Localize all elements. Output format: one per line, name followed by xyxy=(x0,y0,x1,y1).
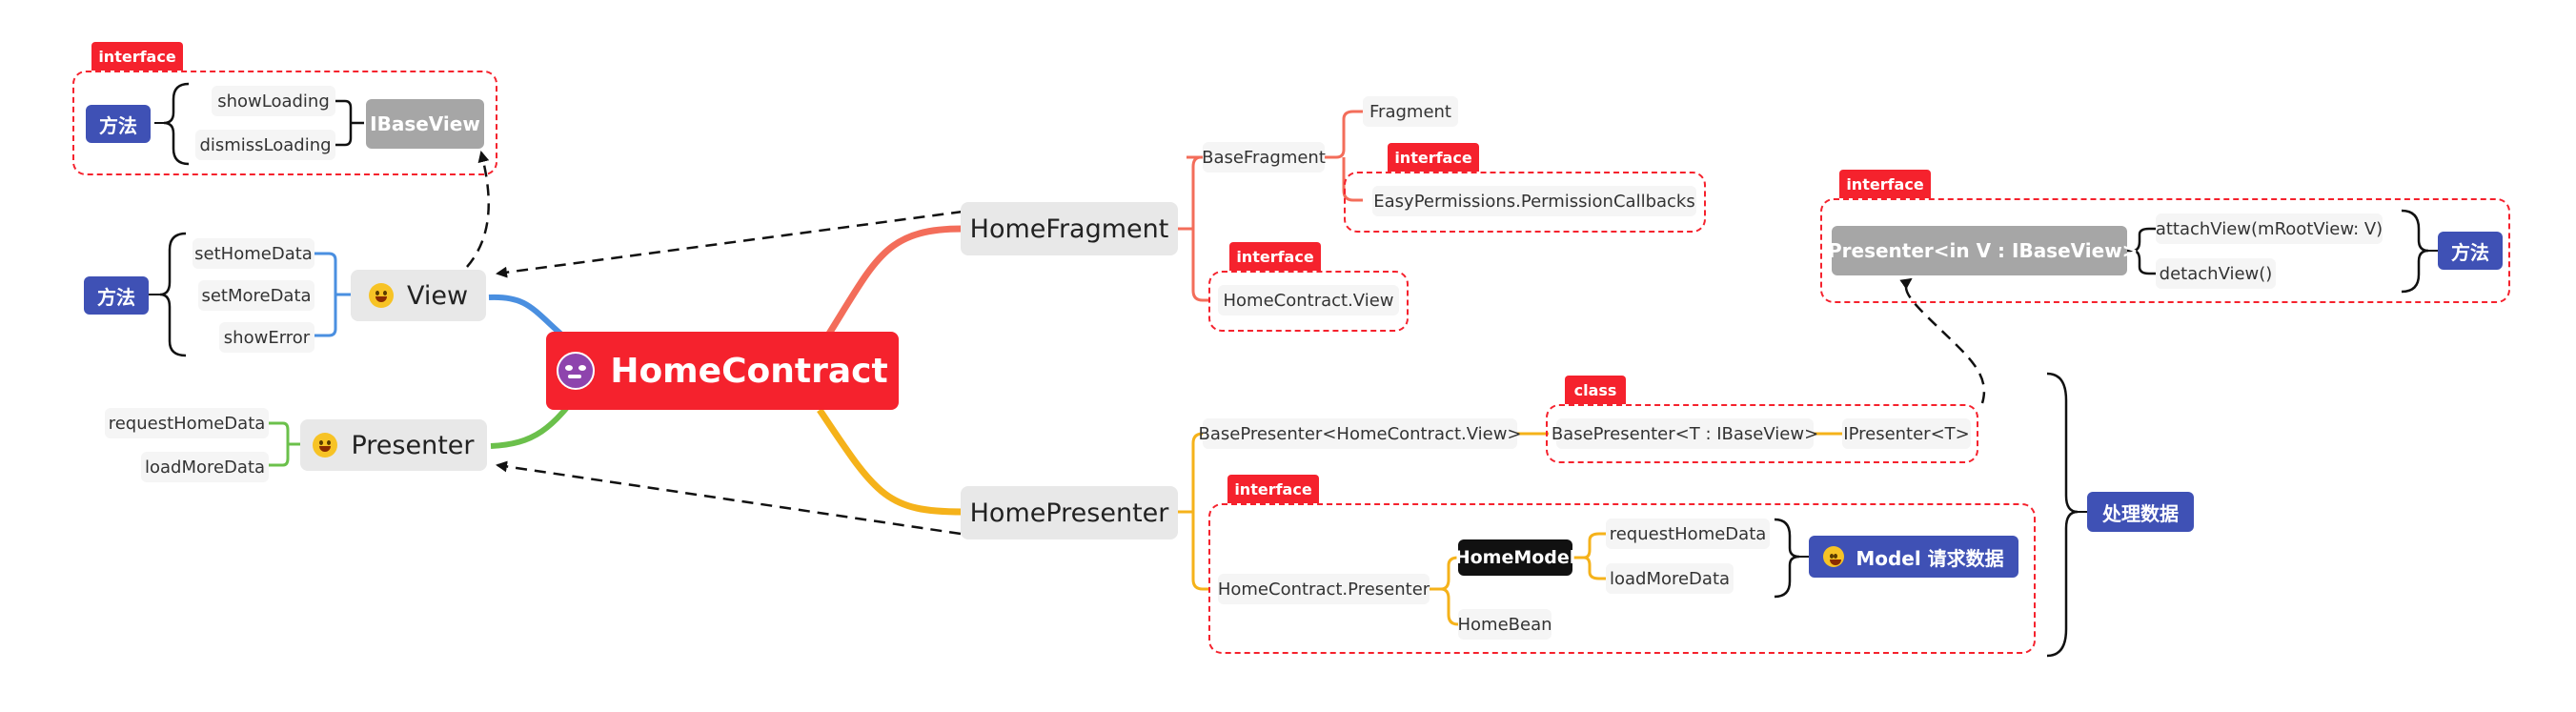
branch-homepresenter xyxy=(817,408,963,516)
ibaseview-node[interactable]: IBaseView xyxy=(366,99,484,149)
arrow-homepresenter-to-presenter xyxy=(496,460,962,536)
homepresenter-node[interactable]: HomePresenter xyxy=(961,486,1178,539)
root-node-label: HomeContract xyxy=(610,351,888,391)
model-request-data-text: Model 请求数据 xyxy=(1856,546,2004,570)
permission-callbacks-node[interactable]: EasyPermissions.PermissionCallbacks xyxy=(1372,186,1696,216)
branch-homefragment xyxy=(826,225,963,336)
method-show-error[interactable]: showError xyxy=(219,322,314,353)
arrow-view-to-ibaseview xyxy=(466,151,490,268)
view-methods-label[interactable]: 方法 xyxy=(84,276,149,315)
ipresenter-interface-box xyxy=(1820,198,2510,303)
class-tag: class xyxy=(1565,376,1626,404)
permission-callbacks-box xyxy=(1344,172,1706,233)
view-node-label: View xyxy=(406,280,469,311)
ipresenter-methods-label[interactable]: 方法 xyxy=(2438,232,2503,270)
grinning-face-icon xyxy=(313,433,338,458)
basefragment-node[interactable]: BaseFragment xyxy=(1202,142,1326,173)
grinning-face-icon xyxy=(368,283,394,308)
contract-presenter-node[interactable]: HomeContract.Presenter xyxy=(1218,574,1430,604)
ipresenter-interface-tag: interface xyxy=(1839,170,1931,198)
ibaseview-interface-tag: interface xyxy=(91,42,183,71)
method-set-more-data[interactable]: setMoreData xyxy=(198,280,314,311)
contract-view-node[interactable]: HomeContract.View xyxy=(1218,285,1399,315)
model-request-home-data[interactable]: requestHomeData xyxy=(1606,519,1770,549)
model-request-data-label[interactable]: Model 请求数据 xyxy=(1809,536,2018,578)
contract-presenter-box xyxy=(1208,503,2036,654)
root-node[interactable]: HomeContract xyxy=(546,332,899,410)
contract-presenter-tag: interface xyxy=(1227,475,1319,503)
permission-callbacks-tag: interface xyxy=(1388,143,1479,172)
method-request-home-data[interactable]: requestHomeData xyxy=(105,408,269,438)
ibaseview-methods-label[interactable]: 方法 xyxy=(86,105,151,143)
fragment-node[interactable]: Fragment xyxy=(1363,96,1458,127)
method-show-loading[interactable]: showLoading xyxy=(212,86,335,116)
view-node[interactable]: View xyxy=(351,270,486,321)
basepresenter-generic-node[interactable]: BasePresenter<T : IBaseView> xyxy=(1552,418,1818,449)
ibaseview-interface-box xyxy=(72,71,497,175)
homefragment-node[interactable]: HomeFragment xyxy=(961,202,1178,255)
model-load-more-data[interactable]: loadMoreData xyxy=(1606,563,1734,594)
method-load-more-data[interactable]: loadMoreData xyxy=(141,452,269,482)
arrow-homefragment-to-view xyxy=(496,210,963,278)
presenter-node[interactable]: Presenter xyxy=(300,419,487,471)
method-detach-view[interactable]: detachView() xyxy=(2156,258,2276,289)
homemodel-node[interactable]: HomeModel xyxy=(1455,539,1575,576)
method-dismiss-loading[interactable]: dismissLoading xyxy=(195,130,335,160)
grinning-face-icon xyxy=(1823,546,1845,567)
method-set-home-data[interactable]: setHomeData xyxy=(193,238,314,269)
devil-face-icon xyxy=(557,352,596,390)
contract-view-box xyxy=(1208,271,1409,332)
homebean-node[interactable]: HomeBean xyxy=(1457,609,1552,640)
basepresenter-contract-node[interactable]: BasePresenter<HomeContract.View> xyxy=(1198,418,1522,449)
basepresenter-class-box xyxy=(1546,404,1978,463)
contract-view-tag: interface xyxy=(1229,242,1321,271)
arrow-ipresenter-t-to-ipresenter xyxy=(1899,277,1986,404)
presenter-node-label: Presenter xyxy=(351,430,475,460)
process-data-label[interactable]: 处理数据 xyxy=(2087,492,2194,532)
ipresenter-node[interactable]: IPresenter<in V : IBaseView> xyxy=(1821,226,2138,275)
method-attach-view[interactable]: attachView(mRootView: V) xyxy=(2156,214,2383,244)
ipresenter-t-node[interactable]: IPresenter<T> xyxy=(1842,418,1971,449)
